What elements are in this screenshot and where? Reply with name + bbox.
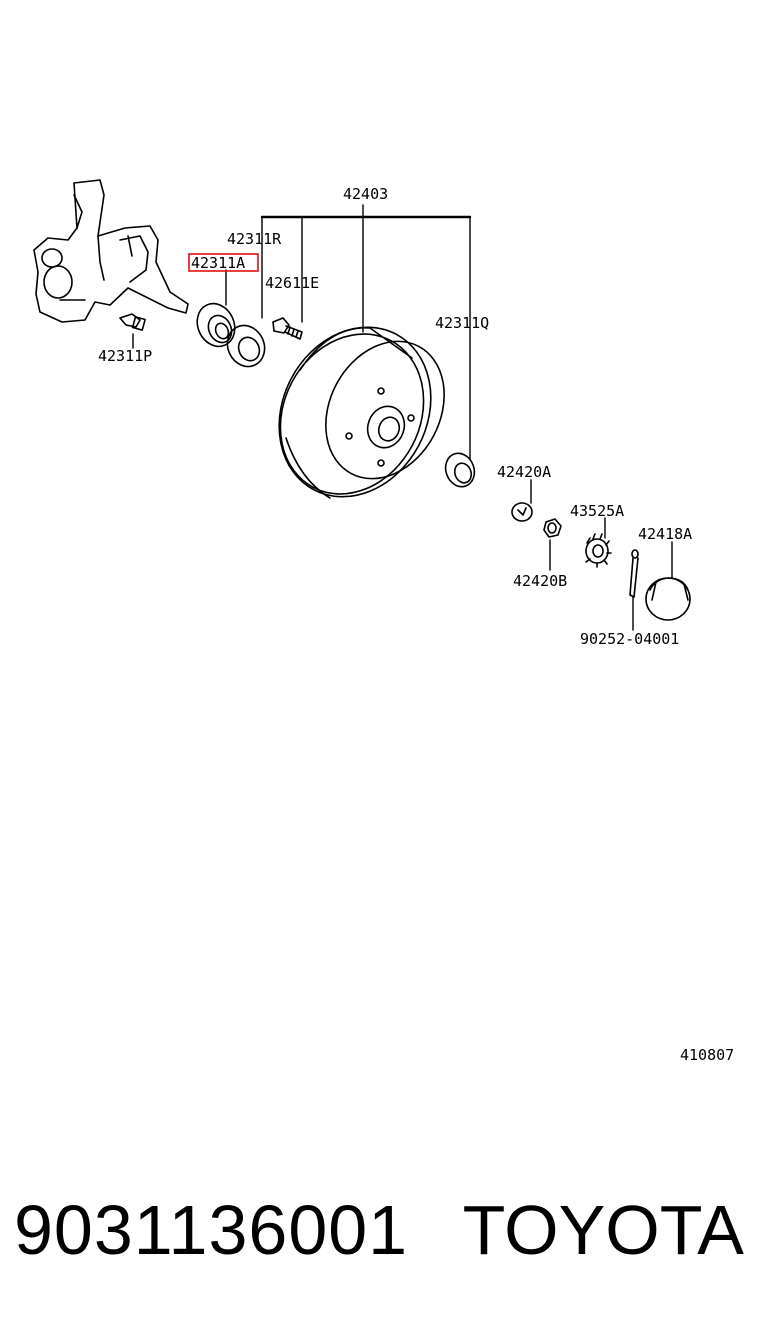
- nut-drawing: [543, 518, 562, 538]
- diagram-code: 410807: [680, 1046, 734, 1064]
- label-42311Q[interactable]: 42311Q: [435, 314, 489, 332]
- leader-lines: [132, 204, 673, 631]
- steering-knuckle-drawing: [33, 179, 189, 323]
- label-42403[interactable]: 42403: [343, 185, 388, 203]
- hub-bolt-drawing: [272, 317, 303, 340]
- inner-bearing-drawing: [226, 324, 266, 368]
- label-43525A[interactable]: 43525A: [570, 502, 624, 520]
- label-42420A[interactable]: 42420A: [497, 463, 551, 481]
- grease-cap-drawing: [645, 577, 691, 621]
- label-42420B[interactable]: 42420B: [513, 572, 567, 590]
- label-42311A[interactable]: 42311A: [191, 254, 245, 272]
- highlight-box: [188, 253, 259, 272]
- label-42311R[interactable]: 42311R: [227, 230, 282, 248]
- brand-name: TOYOTA: [462, 1191, 744, 1269]
- label-42611E[interactable]: 42611E: [265, 274, 319, 292]
- cotter-pin-drawing: [629, 549, 639, 598]
- lock-cap-drawing: [585, 533, 612, 568]
- oil-seal-drawing: [444, 452, 476, 488]
- label-42418A[interactable]: 42418A: [638, 525, 692, 543]
- parts-diagram: 42403 42311R 42311A 42611E 42311Q 42311P…: [33, 179, 734, 1064]
- label-42311P[interactable]: 42311P: [98, 347, 152, 365]
- label-90252-04001[interactable]: 90252-04001: [580, 630, 679, 648]
- washer-drawing: [511, 502, 533, 522]
- part-number: 9031136001: [14, 1191, 409, 1269]
- knuckle-bolt-drawing: [119, 313, 146, 331]
- brake-drum-drawing: [278, 326, 445, 499]
- outer-bearing-drawing: [196, 302, 236, 348]
